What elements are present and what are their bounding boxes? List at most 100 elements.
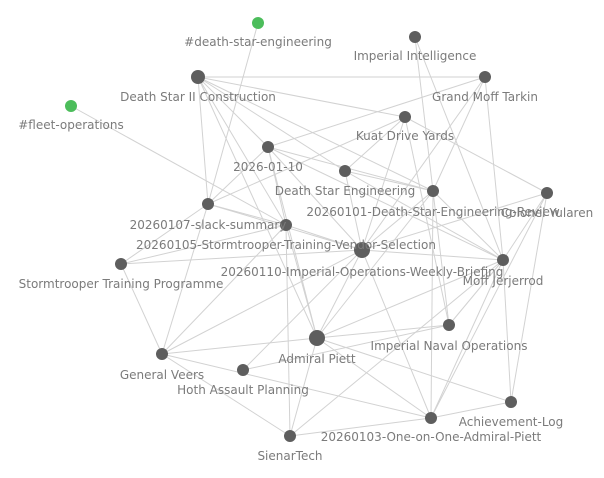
graph-edge (285, 224, 291, 437)
tag-node-death-star-engineering-tag[interactable] (252, 17, 264, 29)
note-node-20260105-stormtrooper-training-vendor-selection[interactable] (280, 219, 292, 231)
graph-edge (361, 249, 432, 419)
graph-edge (267, 146, 363, 251)
graph-edge (267, 146, 318, 339)
graph-edge (161, 224, 287, 355)
node-label-imperial-intelligence[interactable]: Imperial Intelligence (354, 49, 477, 63)
graph-edge (316, 190, 434, 339)
node-label-death-star-engineering[interactable]: Death Star Engineering (275, 184, 416, 198)
graph-edge (197, 76, 269, 148)
node-label-fleet-operations-tag[interactable]: #fleet-operations (18, 118, 124, 132)
graph-edge (120, 224, 287, 265)
graph-edge (502, 259, 512, 403)
graph-edge (430, 401, 512, 419)
note-node-20260101-death-star-engineering-review[interactable] (427, 185, 439, 197)
graph-edge (207, 146, 269, 205)
graph-edge (432, 76, 486, 192)
note-node-20260107-slack-summary[interactable] (202, 198, 214, 210)
node-label-20260103-one-on-one-admiral-piett[interactable]: 20260103-One-on-One-Admiral-Piett (321, 430, 542, 444)
graph-edge (161, 337, 318, 355)
node-label-imperial-naval-operations[interactable]: Imperial Naval Operations (371, 339, 528, 353)
note-node-sienartech[interactable] (284, 430, 296, 442)
graph-edge (197, 76, 318, 339)
graph-edge (414, 36, 504, 261)
note-node-2026-01-10[interactable] (262, 141, 274, 153)
graph-edge (316, 324, 450, 339)
graph-edge (207, 116, 406, 205)
node-label-colonel-yularen[interactable]: Colonel Yularen (501, 206, 593, 220)
note-node-death-star-engineering[interactable] (339, 165, 351, 177)
nodes-layer (65, 17, 553, 442)
note-node-death-star-ii-construction[interactable] (191, 70, 205, 84)
graph-edge (414, 36, 434, 192)
graph-edge (197, 76, 434, 192)
note-node-general-veers[interactable] (156, 348, 168, 360)
graph-edge (404, 116, 450, 326)
note-node-imperial-naval-operations[interactable] (443, 319, 455, 331)
note-node-20260110-imperial-operations-weekly-briefing[interactable] (354, 242, 370, 258)
note-node-colonel-yularen[interactable] (541, 187, 553, 199)
graph-edge (361, 249, 504, 261)
node-label-20260107-slack-summary[interactable]: 20260107-slack-summary (130, 218, 287, 232)
note-node-hoth-assault-planning[interactable] (237, 364, 249, 376)
graph-edge (430, 192, 548, 419)
graph-edge (161, 353, 291, 437)
graph-edge (404, 116, 548, 194)
node-label-2026-01-10[interactable]: 2026-01-10 (233, 160, 303, 174)
graph-edge (510, 192, 548, 403)
graph-edge (361, 190, 434, 251)
graph-edge (432, 190, 504, 261)
graph-edge (344, 170, 504, 261)
graph-edge (361, 116, 406, 251)
node-label-death-star-ii-construction[interactable]: Death Star II Construction (120, 90, 276, 104)
edges-layer (70, 22, 548, 437)
graph-edge (289, 417, 432, 437)
graph-edge (432, 190, 450, 326)
graph-edge (161, 249, 363, 355)
note-node-imperial-intelligence[interactable] (409, 31, 421, 43)
node-label-admiral-piett[interactable]: Admiral Piett (278, 352, 355, 366)
note-node-admiral-piett[interactable] (309, 330, 325, 346)
graph-edge (120, 203, 209, 265)
graph-edge (197, 76, 346, 172)
graph-edge (242, 249, 363, 371)
graph-edge (197, 76, 406, 118)
graph-edge (316, 249, 363, 339)
node-label-20260101-death-star-engineering-review[interactable]: 20260101-Death-Star-Engineering-Review (306, 205, 560, 219)
graph-edge (120, 249, 363, 265)
graph-edge (502, 192, 548, 261)
note-node-kuat-drive-yards[interactable] (399, 111, 411, 123)
node-label-achievement-log[interactable]: Achievement-Log (459, 415, 564, 429)
node-label-death-star-engineering-tag[interactable]: #death-star-engineering (184, 35, 332, 49)
graph-edge (267, 76, 486, 148)
node-label-grand-moff-tarkin[interactable]: Grand Moff Tarkin (432, 90, 538, 104)
node-label-hoth-assault-planning[interactable]: Hoth Assault Planning (177, 383, 309, 397)
node-label-kuat-drive-yards[interactable]: Kuat Drive Yards (356, 129, 454, 143)
node-label-20260110-imperial-operations-weekly-briefing[interactable]: 20260110-Imperial-Operations-Weekly-Brie… (221, 265, 504, 279)
node-label-20260105-stormtrooper-training-vendor-selection[interactable]: 20260105-Stormtrooper-Training-Vendor-Se… (136, 238, 436, 252)
graph-edge (430, 190, 434, 419)
note-node-stormtrooper-training-programme[interactable] (115, 258, 127, 270)
graph-edge (161, 203, 209, 355)
note-node-moff-jerjerrod[interactable] (497, 254, 509, 266)
graph-edge (316, 337, 432, 419)
node-label-sienartech[interactable]: SienarTech (257, 449, 322, 463)
note-node-achievement-log[interactable] (505, 396, 517, 408)
graph-edge (448, 259, 504, 326)
graph-edge (361, 192, 548, 251)
node-label-stormtrooper-training-programme[interactable]: Stormtrooper Training Programme (19, 277, 224, 291)
graph-edge (344, 116, 406, 172)
note-node-20260103-one-on-one-admiral-piett[interactable] (425, 412, 437, 424)
graph-edge (289, 259, 504, 437)
graph-edge (361, 76, 486, 251)
graph-edge (430, 259, 504, 419)
graph-edge (316, 337, 512, 403)
graph-edge (267, 146, 504, 261)
node-label-general-veers[interactable]: General Veers (120, 368, 204, 382)
node-label-moff-jerjerrod[interactable]: Moff Jerjerrod (463, 274, 544, 288)
note-node-grand-moff-tarkin[interactable] (479, 71, 491, 83)
tag-node-fleet-operations-tag[interactable] (65, 100, 77, 112)
graph-edge (289, 337, 318, 437)
